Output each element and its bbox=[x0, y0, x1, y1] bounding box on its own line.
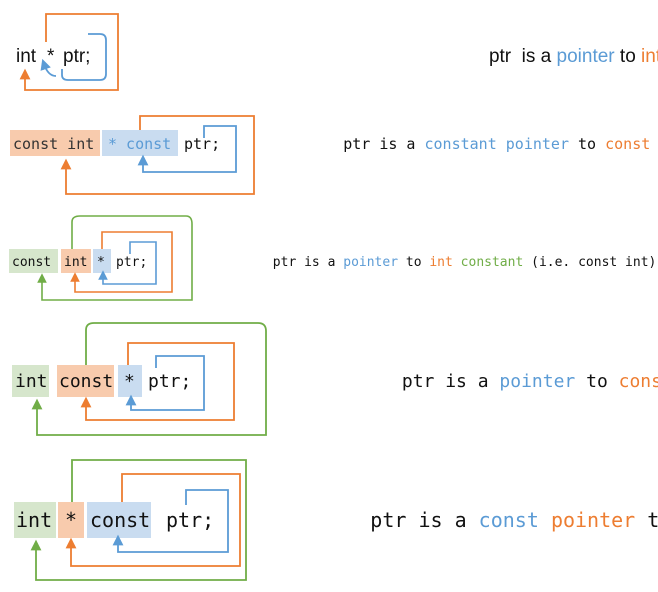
arrow-star-to-int bbox=[30, 459, 247, 581]
arrow-ptr-to-const-pointer bbox=[137, 125, 237, 173]
arrow-star-to-int bbox=[19, 13, 119, 91]
desc-pointer: pointer bbox=[343, 255, 398, 270]
description-3: ptr is a pointer to int constant (i.e. c… bbox=[218, 255, 658, 270]
code-const: const bbox=[90, 508, 150, 532]
desc-text bbox=[539, 508, 551, 532]
box-star bbox=[93, 249, 111, 273]
desc-constant: constant bbox=[461, 255, 524, 270]
code-ptr: ptr; bbox=[116, 255, 147, 270]
desc-text: ptr is a bbox=[402, 371, 500, 392]
desc-text: ptr is a bbox=[489, 46, 557, 67]
code-star: * bbox=[47, 46, 55, 67]
code-int: int bbox=[16, 46, 37, 67]
desc-text: to bbox=[398, 255, 429, 270]
desc-text: ptr is a bbox=[343, 135, 424, 153]
code-star: * bbox=[97, 255, 105, 270]
desc-const: const bbox=[479, 508, 539, 532]
code-int: int bbox=[15, 371, 48, 392]
row-4: int const * ptr; ptr is a pointer to con… bbox=[12, 322, 658, 436]
arrow-ptr-to-star bbox=[98, 241, 157, 285]
box-int bbox=[61, 249, 91, 273]
description-1: ptr is a pointer to int bbox=[452, 46, 658, 67]
description-2: ptr is a constant pointer to const int bbox=[280, 135, 658, 153]
box-star-const bbox=[102, 130, 178, 156]
code-int: int bbox=[16, 508, 52, 532]
row-1: int * ptr; ptr is a pointer to int bbox=[16, 13, 658, 91]
code-ptr: ptr; bbox=[148, 371, 191, 392]
desc-constant-pointer: constant pointer bbox=[425, 135, 570, 153]
code-star: * bbox=[124, 371, 135, 392]
row-3: const int * ptr; ptr is a pointer to int… bbox=[9, 215, 658, 301]
arrow-ptr-to-const bbox=[112, 489, 229, 553]
desc-text: (i.e. const int) bbox=[523, 255, 656, 270]
code-star-const: * const bbox=[108, 135, 171, 153]
desc-text: ptr is a bbox=[273, 255, 343, 270]
description-5: ptr is a const pointer to int bbox=[286, 508, 658, 532]
code-const: const bbox=[59, 371, 113, 392]
desc-text: to bbox=[635, 508, 658, 532]
desc-text: to bbox=[615, 46, 641, 67]
desc-const-int: const int bbox=[605, 135, 658, 153]
arrow-ptr-to-star bbox=[125, 355, 205, 411]
arrow-int-to-const bbox=[37, 215, 193, 301]
code-const-int: const int bbox=[13, 135, 94, 153]
desc-text: ptr is a bbox=[370, 508, 478, 532]
arrow-const-to-int bbox=[31, 322, 267, 436]
desc-pointer: pointer bbox=[551, 508, 635, 532]
box-star bbox=[118, 365, 142, 397]
desc-int: int bbox=[429, 255, 452, 270]
desc-pointer: pointer bbox=[557, 46, 616, 67]
code-ptr: ptr; bbox=[166, 508, 214, 532]
box-const bbox=[57, 365, 114, 397]
desc-int: int bbox=[641, 46, 658, 67]
code-ptr: ptr; bbox=[63, 46, 90, 67]
code-star: * bbox=[65, 508, 77, 532]
box-const-int bbox=[10, 130, 100, 156]
row-5: int * const ptr; ptr is a const pointer … bbox=[14, 459, 658, 581]
desc-text: to bbox=[575, 371, 618, 392]
box-const bbox=[87, 502, 151, 538]
description-4: ptr is a pointer to const int bbox=[326, 371, 658, 392]
desc-const: const bbox=[619, 371, 658, 392]
box-int bbox=[14, 502, 56, 538]
code-int: int bbox=[64, 255, 87, 270]
box-star bbox=[58, 502, 84, 538]
arrow-blue-head bbox=[40, 58, 57, 77]
box-int bbox=[12, 365, 49, 397]
row-2: const int * const ptr; ptr is a constant… bbox=[10, 115, 658, 195]
arrow-star-to-int bbox=[70, 231, 173, 293]
desc-text bbox=[453, 255, 461, 270]
desc-pointer: pointer bbox=[499, 371, 575, 392]
arrow-ptr-to-star bbox=[61, 33, 107, 81]
arrow-to-const-int bbox=[60, 115, 255, 195]
arrow-star-to-const bbox=[80, 342, 235, 421]
arrow-const-to-star bbox=[65, 473, 241, 567]
code-const: const bbox=[12, 255, 51, 270]
box-const bbox=[9, 249, 58, 273]
desc-text: to bbox=[569, 135, 605, 153]
code-ptr: ptr; bbox=[184, 135, 220, 153]
